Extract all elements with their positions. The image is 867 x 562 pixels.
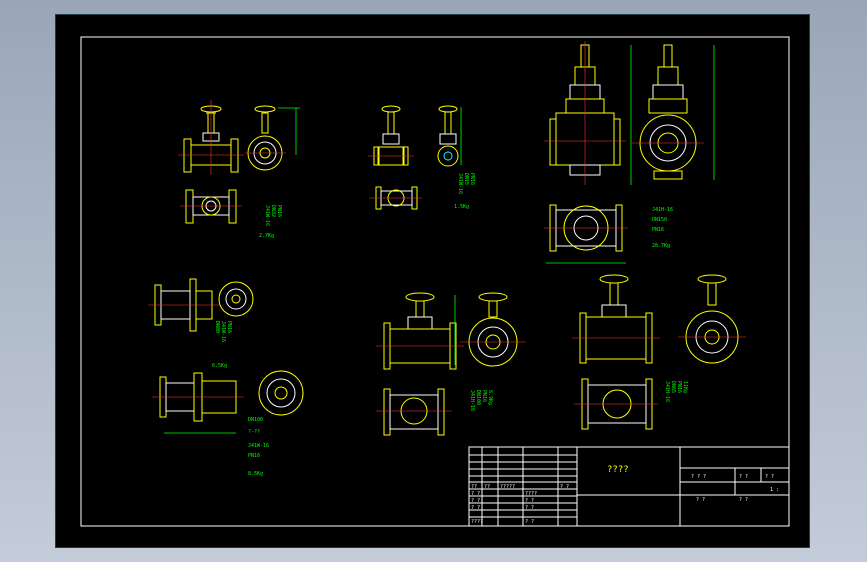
valve-2-side-view <box>437 105 462 167</box>
svg-text:DN100: DN100 <box>248 417 263 423</box>
spec-note-2: J41W-16 DN15 PN16 <box>457 173 475 194</box>
svg-text:PN16: PN16 <box>469 173 475 185</box>
tb-cell-r4c1: ? ? <box>471 505 480 511</box>
spec-note-2-weight: 1.5Kg <box>454 204 469 210</box>
tb-cell-r1c2: ?? <box>484 484 490 490</box>
svg-text:PN16: PN16 <box>226 321 232 333</box>
tb-cell-r1c3: ????? <box>500 484 515 490</box>
svg-text:J41W-16: J41W-16 <box>220 321 226 342</box>
valve-4-side-view <box>148 278 220 332</box>
valve-4-end-view <box>218 281 254 317</box>
svg-text:PN16: PN16 <box>248 453 260 459</box>
valve-5-side-view <box>460 292 526 367</box>
title-block <box>468 446 790 527</box>
tb-right-top1: ? ? ? <box>691 474 706 480</box>
svg-text:DN65: DN65 <box>670 381 676 393</box>
svg-text:DN100: DN100 <box>475 390 481 405</box>
tb-cell-r5c2: ? ? <box>525 519 534 525</box>
svg-text:6.9Kg: 6.9Kg <box>487 390 493 405</box>
tb-cell-r3c1: ? ? <box>471 498 480 504</box>
spec-note-4-weight: 6.5Kg <box>212 363 227 369</box>
svg-text:J41H-16: J41H-16 <box>469 390 475 411</box>
valve-7-end-view <box>258 370 304 416</box>
valve-6-top-view <box>574 378 658 430</box>
cad-viewport[interactable]: J41W-16 DN32 PN16 2.7Kg J41W-16 DN15 PN1… <box>55 14 810 548</box>
valve-3-side-view <box>632 44 715 180</box>
cad-drawing: J41W-16 DN32 PN16 2.7Kg J41W-16 DN15 PN1… <box>80 36 790 527</box>
svg-text:28.7Kg: 28.7Kg <box>652 243 670 249</box>
svg-text:J41H-16: J41H-16 <box>664 381 670 402</box>
svg-text:DN150: DN150 <box>652 217 667 223</box>
valve-6-front-view <box>572 274 660 364</box>
tb-cell-r1c4: ? ? <box>560 484 569 490</box>
tb-right-top3: ? ? <box>765 474 774 480</box>
tb-right-mid2: ? ? <box>739 497 748 503</box>
svg-text:DN80: DN80 <box>214 321 220 333</box>
spec-note-7: DN100 ?-?? J41W-16 PN16 8.5Kg <box>248 417 269 477</box>
tb-right-mid1: ? ? <box>696 497 705 503</box>
valve-1-top-view <box>180 189 242 224</box>
title-block-main-title: ???? <box>607 465 629 475</box>
valve-5-top-view <box>376 388 452 436</box>
spec-note-1-weight: 2.7Kg <box>259 233 274 239</box>
spec-note-6: J41H-16 DN65 PN16 11Kg <box>664 381 688 402</box>
valve-5-front-view <box>376 292 464 370</box>
valve-2-front-view <box>368 105 414 166</box>
drawing-frame <box>80 36 790 527</box>
svg-text:DN32: DN32 <box>270 205 276 217</box>
valve-1-front-view <box>178 100 244 175</box>
svg-text:11Kg: 11Kg <box>682 381 688 393</box>
svg-text:J41W-16: J41W-16 <box>457 173 463 194</box>
tb-cell-r1c1: ?? <box>471 484 477 490</box>
valve-7-side-view <box>152 372 244 434</box>
svg-text:PN16: PN16 <box>652 227 664 233</box>
svg-text:PN16: PN16 <box>481 390 487 402</box>
tb-right-top4: 1 : <box>770 487 779 493</box>
spec-note-3: J41H-16 DN150 PN16 28.7Kg <box>652 207 673 249</box>
valve-6-side-view <box>678 274 746 364</box>
valve-1-side-view <box>245 105 300 171</box>
svg-text:J41W-16: J41W-16 <box>248 443 269 449</box>
spec-note-5: J41H-16 DN100 PN16 6.9Kg <box>469 390 493 411</box>
valve-3-front-view <box>544 41 632 185</box>
tb-cell-r2c1: ? ? <box>471 491 480 497</box>
svg-text:PN16: PN16 <box>276 205 282 217</box>
spec-note-1: J41W-16 DN32 PN16 <box>264 205 282 226</box>
svg-text:?-??: ?-?? <box>248 429 260 435</box>
tb-cell-r3c2: ? ? <box>525 498 534 504</box>
svg-text:PN16: PN16 <box>676 381 682 393</box>
svg-text:DN15: DN15 <box>463 173 469 185</box>
svg-text:J41H-16: J41H-16 <box>652 207 673 213</box>
valve-3-top-view <box>544 204 628 264</box>
valve-2-top-view <box>369 186 422 210</box>
spec-note-4: DN80 J41W-16 PN16 <box>214 321 232 342</box>
tb-cell-r4c2: ? ? <box>525 505 534 511</box>
tb-cell-r2c2: ???? <box>525 491 537 497</box>
tb-cell-r5c1: ???? <box>471 519 483 525</box>
svg-text:8.5Kg: 8.5Kg <box>248 471 263 477</box>
svg-text:J41W-16: J41W-16 <box>264 205 270 226</box>
tb-right-top2: ? ? <box>739 474 748 480</box>
